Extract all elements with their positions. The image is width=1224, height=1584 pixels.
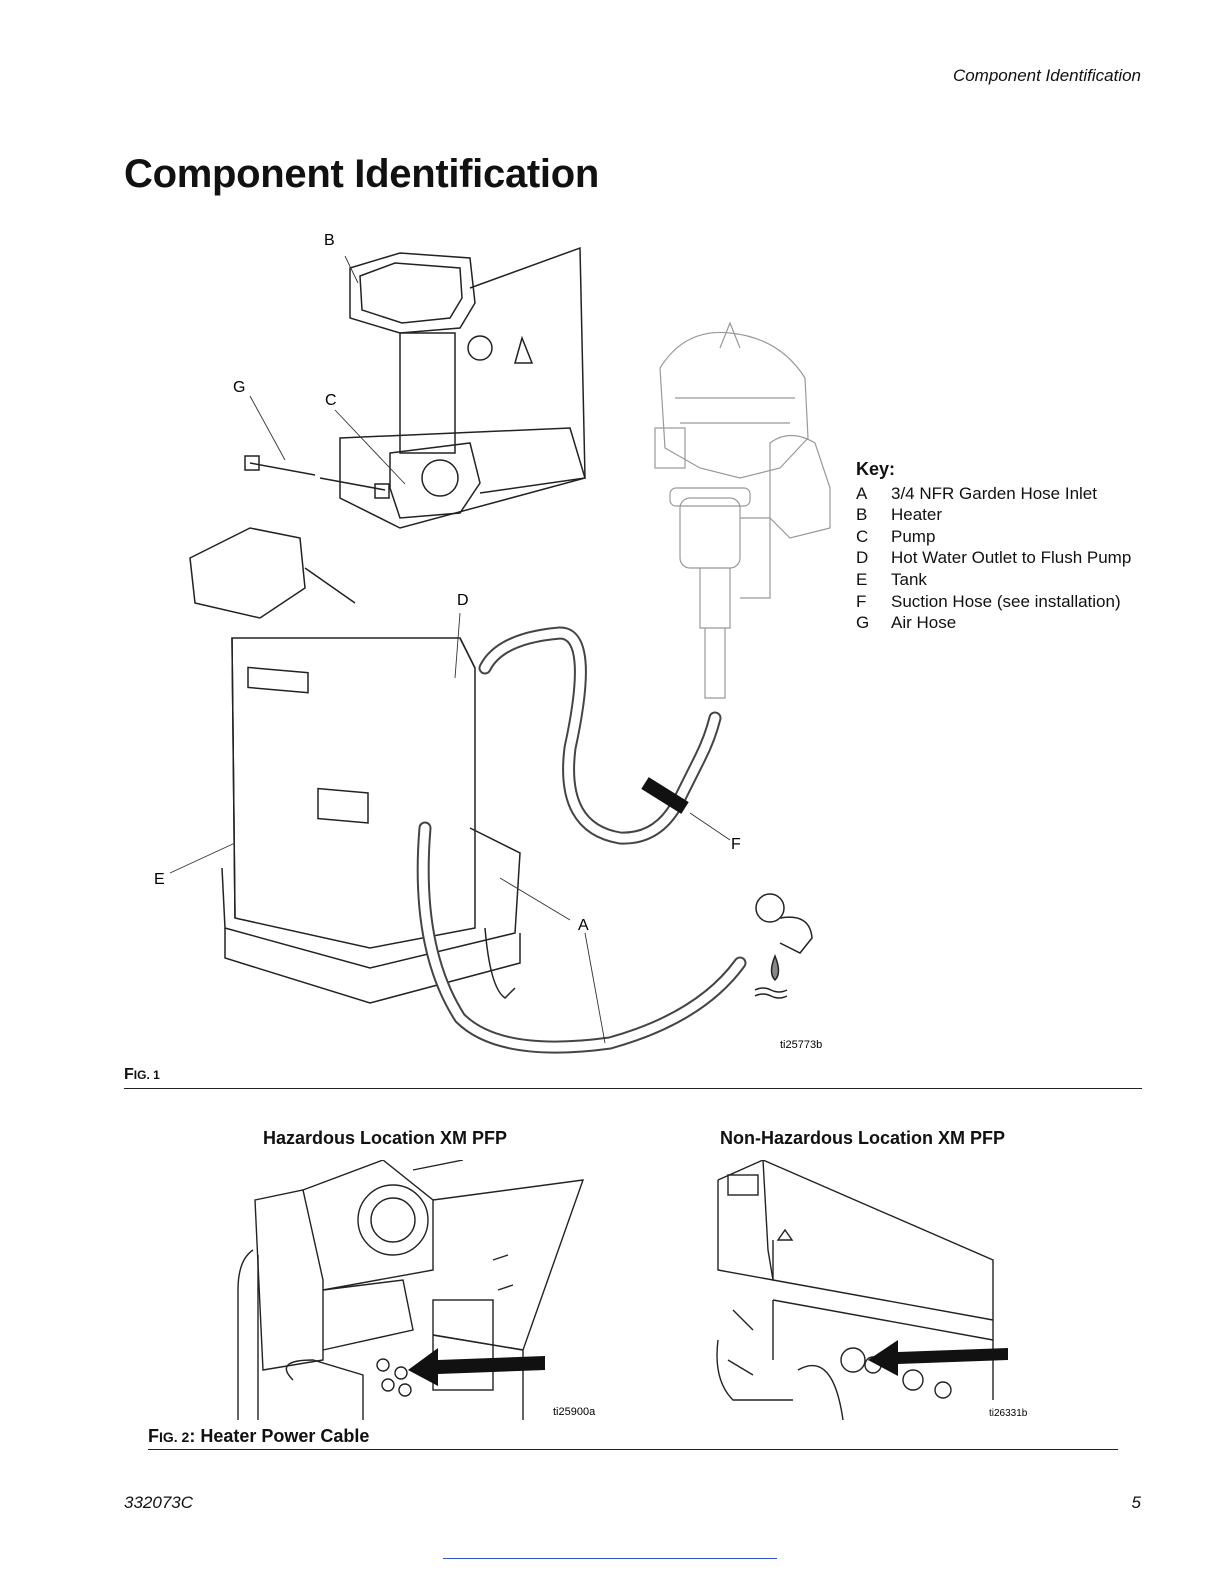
key-text: Hot Water Outlet to Flush Pump [891, 548, 1132, 568]
hazardous-ref-id: ti25900a [553, 1406, 596, 1418]
arrow-icon [408, 1348, 545, 1386]
key-text: Heater [891, 505, 943, 525]
leader-lines [169, 255, 731, 1044]
key-text: Pump [891, 526, 936, 546]
caption-prefix-small: IG. 1 [133, 1068, 160, 1082]
callout-f: F [731, 836, 741, 853]
caption-prefix: F [148, 1426, 159, 1446]
hazardous-title: Hazardous Location XM PFP [263, 1128, 508, 1148]
non-hazardous-illustration: ti26331b [716, 1160, 1028, 1420]
garden-hose [416, 821, 747, 1054]
figure-1-rule [124, 1088, 1142, 1089]
key-item: G Air Hose [856, 612, 1136, 634]
key-letter: D [856, 548, 869, 568]
key-letter: A [856, 483, 868, 503]
bottom-link-underline[interactable] [443, 1558, 777, 1559]
caption-text: : Heater Power Cable [189, 1426, 370, 1446]
key-title: Key: [856, 459, 896, 479]
faucet-icon [754, 893, 813, 999]
doc-number: 332073C [124, 1493, 194, 1512]
key-item: D Hot Water Outlet to Flush Pump [856, 547, 1136, 569]
key-letter: B [856, 505, 868, 525]
key-letter: F [856, 591, 867, 611]
non-hazardous-title: Non-Hazardous Location XM PFP [720, 1128, 1006, 1148]
callout-d: D [457, 592, 469, 609]
callout-g: G [233, 379, 245, 396]
callout-a: A [578, 917, 589, 934]
tank-assembly [189, 527, 521, 1004]
figure-2-rule [148, 1449, 1118, 1450]
callout-e: E [154, 871, 165, 888]
key-item: F Suction Hose (see installation) [856, 591, 1136, 613]
ghost-pump-outline [654, 321, 831, 699]
page-title: Component Identification [124, 152, 599, 196]
hazardous-illustration: ti25900a [237, 1160, 596, 1420]
caption-prefix-small: IG. 2 [159, 1429, 190, 1445]
caption-prefix: F [124, 1066, 134, 1083]
callout-b: B [324, 232, 335, 249]
key-item: B Heater [856, 504, 1136, 526]
key-text: Tank [891, 569, 927, 589]
key-letter: E [856, 569, 868, 589]
air-hose [244, 455, 390, 499]
key-item: E Tank [856, 569, 1136, 591]
figure-1-ref-id: ti25773b [780, 1039, 822, 1051]
key-letter: C [856, 526, 869, 546]
page-number: 5 [1131, 1493, 1141, 1512]
key-text: Air Hose [891, 613, 957, 633]
arrow-icon [868, 1340, 1008, 1376]
key-item: C Pump [856, 526, 1136, 548]
non-hazardous-ref-id: ti26331b [989, 1408, 1028, 1419]
heater-assembly [339, 246, 586, 529]
key-letter: G [856, 613, 870, 633]
figure-2-caption: FIG. 2: Heater Power Cable [148, 1426, 369, 1447]
key-text: 3/4 NFR Garden Hose Inlet [891, 483, 1097, 503]
key-item: A 3/4 NFR Garden Hose Inlet [856, 483, 1136, 505]
key-text: Suction Hose (see installation) [891, 591, 1121, 611]
callout-c: C [325, 392, 337, 409]
figure-1-illustration: B G C D E F A ti25773b [154, 232, 831, 1054]
figure-1-caption: FIG. 1 [124, 1066, 160, 1084]
running-header: Component Identification [952, 66, 1141, 85]
